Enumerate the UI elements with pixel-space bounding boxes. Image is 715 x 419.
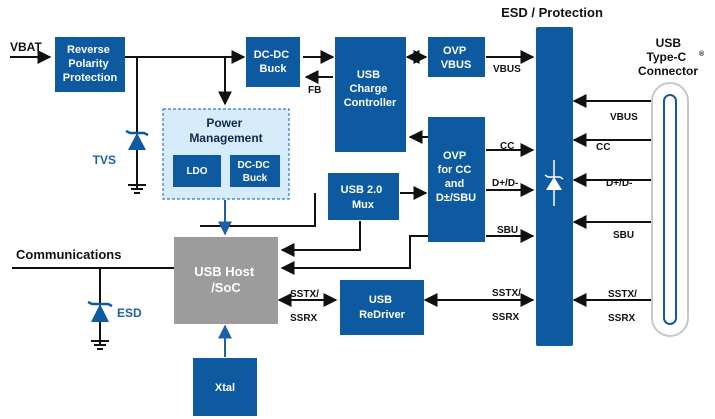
dpdm-label-right: D+/D- — [606, 178, 632, 189]
pm-line2: Management — [189, 131, 262, 145]
dpdm-label-left: D+/D- — [492, 178, 518, 189]
buck-line2: Buck — [260, 63, 288, 75]
communications-label: Communications — [16, 247, 121, 262]
buck-line1: DC-DC — [254, 49, 289, 61]
esd-label: ESD — [117, 306, 142, 320]
ovp-cc-line1: OVP — [443, 150, 466, 162]
svg-text:OVP VBUS: OVP VBUS — [441, 45, 472, 71]
dcdc-buck-block: DC-DC Buck — [246, 37, 300, 87]
ovp-cc-line4: D±/SBU — [436, 192, 476, 204]
mux-line2: Mux — [352, 199, 375, 211]
svg-text:DC-DC Buck: DC-DC Buck — [238, 160, 273, 184]
svg-text:USB Charge Control: USB Charge Controller — [344, 69, 397, 109]
ovp-vbus-line2: VBUS — [441, 59, 472, 71]
svg-text:USB ReDriver: USB ReDriver — [359, 294, 406, 321]
sstx-label-soc: SSTX/ — [290, 289, 319, 300]
tvs-diode-icon — [125, 129, 149, 194]
svg-text:Power Management: Power Management — [189, 116, 262, 145]
xtal-block: Xtal — [193, 358, 257, 416]
rp-line3: Protection — [63, 72, 118, 84]
charge-line2: Charge — [350, 83, 388, 95]
mux-line1: USB 2.0 — [341, 184, 383, 196]
xtal-label: Xtal — [215, 382, 235, 394]
svg-text:OVP for CC and: OVP for CC and D±/SBU — [436, 150, 476, 204]
vbat-label: VBAT — [10, 40, 42, 54]
svg-text:DC-DC Buck: DC-DC Buck — [254, 49, 293, 75]
pm-buck-line1: DC-DC — [238, 160, 270, 171]
esd-protection-title: ESD / Protection — [501, 5, 603, 20]
ovp-vbus-block: OVP VBUS — [428, 37, 485, 77]
sbu-label-left: SBU — [497, 225, 518, 236]
power-management-block: Power Management LDO DC-DC Buck — [162, 108, 290, 200]
charge-line1: USB — [357, 69, 380, 81]
esd-protection-bar — [536, 27, 573, 346]
esd-diode-icon — [87, 300, 113, 350]
usb-host-soc-block: USB Host /SoC — [174, 237, 278, 324]
svg-text:USB Host /SoC: USB Host /SoC — [194, 264, 258, 295]
tvs-label: TVS — [93, 153, 116, 167]
redriver-line2: ReDriver — [359, 309, 406, 321]
connector-line2: Type-C — [646, 50, 686, 64]
ssrx-label-right: SSRX — [608, 313, 636, 324]
typec-connector: USB Type-C Connector ® — [638, 36, 705, 337]
redriver-line1: USB — [369, 294, 392, 306]
soc-line2: /SoC — [211, 280, 241, 295]
rp-line1: Reverse — [67, 44, 110, 56]
usb-charge-controller-block: USB Charge Controller — [335, 37, 406, 152]
ldo-label: LDO — [186, 166, 207, 177]
cc-label-right: CC — [596, 142, 610, 153]
ovp-cc-line2: for CC — [438, 164, 472, 176]
connector-line1: USB — [656, 36, 682, 50]
sstx-label-right: SSTX/ — [608, 289, 637, 300]
ovp-cc-block: OVP for CC and D±/SBU — [428, 117, 485, 242]
ssrx-label-mid: SSRX — [492, 312, 520, 323]
soc-line1: USB Host — [194, 264, 255, 279]
sbu-label-right: SBU — [613, 230, 634, 241]
svg-text:Reverse Polarity P: Reverse Polarity Protection — [63, 44, 118, 84]
charge-line3: Controller — [344, 97, 397, 109]
sstx-label-mid: SSTX/ — [492, 288, 521, 299]
ovp-vbus-line1: OVP — [443, 45, 466, 57]
fb-label: FB — [308, 85, 321, 96]
registered-mark: ® — [699, 50, 705, 58]
ovp-cc-line3: and — [445, 178, 465, 190]
reverse-polarity-block: Reverse Polarity Protection — [55, 37, 125, 92]
connector-line3: Connector — [638, 64, 698, 78]
svg-text:USB Type-C Connect: USB Type-C Connector — [638, 36, 698, 78]
vbus-label-right: VBUS — [610, 112, 638, 123]
svg-text:USB 2.0 Mux: USB 2.0 Mux — [341, 184, 386, 211]
pm-line1: Power — [206, 116, 242, 130]
vbus-label-top: VBUS — [493, 64, 521, 75]
usb-redriver-block: USB ReDriver — [340, 280, 424, 335]
cc-label-left: CC — [500, 141, 514, 152]
pm-buck-line2: Buck — [243, 173, 268, 184]
rp-line2: Polarity — [68, 58, 109, 70]
usb2-mux-block: USB 2.0 Mux — [328, 173, 399, 220]
ssrx-label-soc: SSRX — [290, 313, 318, 324]
